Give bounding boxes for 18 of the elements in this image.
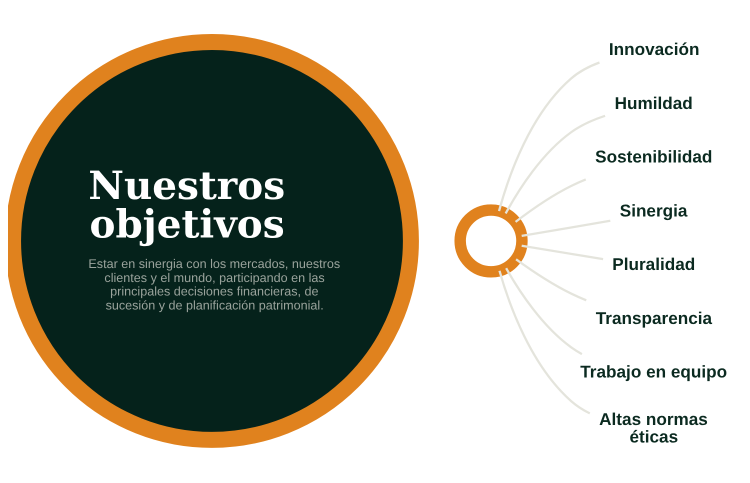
node-text: Innovación	[608, 39, 700, 60]
node-text: Humildad	[614, 92, 693, 113]
node-text: Sostenibilidad	[595, 146, 712, 167]
node-circle	[454, 204, 528, 278]
connector	[504, 114, 606, 214]
connector	[515, 258, 587, 302]
connector	[514, 178, 586, 223]
node-text: Sinergia	[620, 200, 688, 220]
connector	[498, 61, 600, 212]
node-text: Trabajo en equipo	[580, 362, 728, 382]
connector	[498, 270, 590, 414]
connector	[522, 244, 604, 260]
connector	[521, 220, 610, 238]
connector	[505, 268, 582, 356]
node-text: Pluralidad	[612, 254, 696, 274]
node-circle: Nuestros objetivos Estar en sinergia con los mercados, nuestros clientes y el mundo, participando en las principales decisiones financieras, de sucesión y de planificación patrimonial.	[8, 34, 419, 448]
node-text: Altas normas éticas	[599, 409, 708, 446]
node-text: Transparencia	[596, 308, 712, 328]
